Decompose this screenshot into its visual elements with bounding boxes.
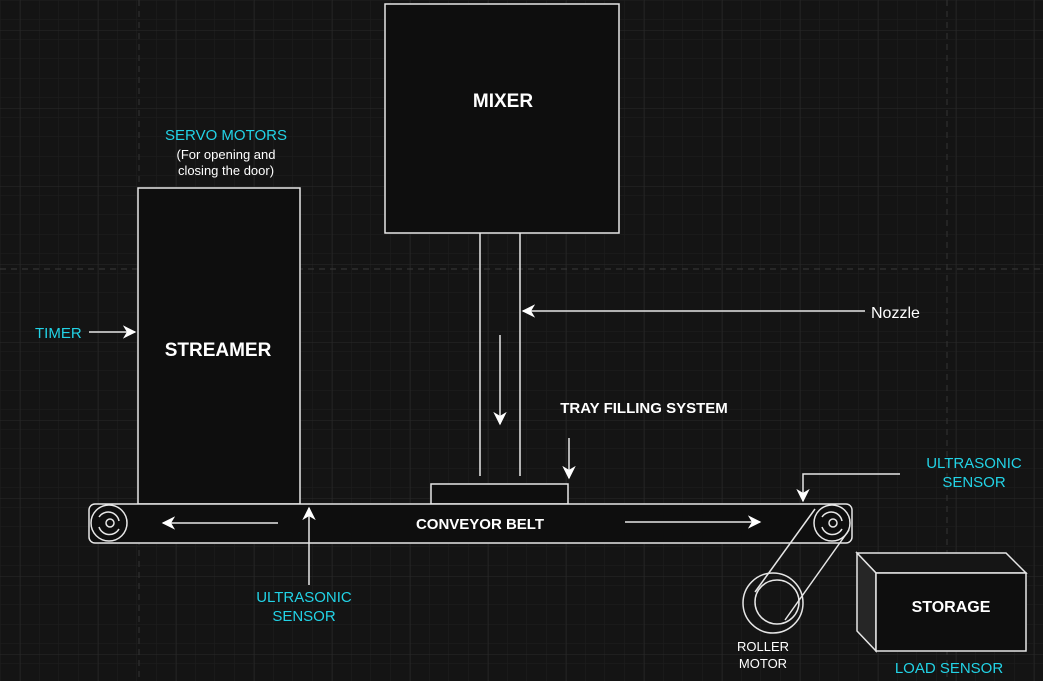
storage-label: STORAGE bbox=[912, 599, 991, 616]
servo-note-line2: closing the door) bbox=[178, 163, 274, 178]
streamer-block: STREAMER bbox=[137, 187, 301, 505]
timer-label: TIMER bbox=[35, 325, 82, 342]
ultrasonic-right-line1: ULTRASONIC bbox=[926, 455, 1022, 472]
roller-right-icon bbox=[813, 504, 851, 542]
roller-motor-icon bbox=[742, 508, 850, 634]
conveyor-belt: CONVEYOR BELT bbox=[88, 503, 853, 544]
ultrasonic-left-line1: ULTRASONIC bbox=[256, 589, 352, 606]
mixer-block: MIXER bbox=[384, 3, 620, 234]
load-sensor-label: LOAD SENSOR bbox=[895, 660, 1004, 677]
servo-note-line1: (For opening and bbox=[176, 147, 275, 162]
conveyor-label: CONVEYOR BELT bbox=[416, 516, 544, 533]
storage-block: STORAGE bbox=[855, 551, 1028, 653]
roller-left-icon bbox=[90, 504, 128, 542]
mixer-label: MIXER bbox=[473, 91, 533, 112]
nozzle-label: Nozzle bbox=[871, 305, 920, 322]
tray-filling-label: TRAY FILLING SYSTEM bbox=[560, 400, 728, 417]
ultrasonic-right-line2: SENSOR bbox=[942, 474, 1006, 491]
ultrasonic-left-line2: SENSOR bbox=[272, 608, 336, 625]
ultrasonic-right-arrow bbox=[796, 473, 900, 503]
servo-motors-label: SERVO MOTORS bbox=[165, 127, 287, 144]
roller-motor-line1: ROLLER bbox=[737, 639, 789, 654]
roller-motor-line2: MOTOR bbox=[739, 656, 787, 671]
streamer-label: STREAMER bbox=[165, 340, 272, 361]
tray bbox=[430, 483, 569, 505]
